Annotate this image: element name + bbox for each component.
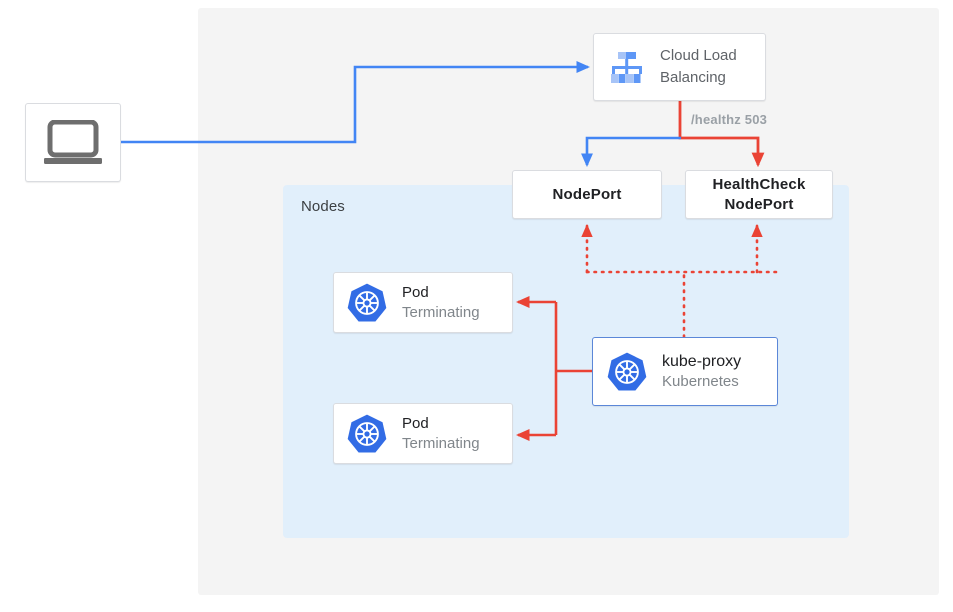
pod-card: Pod Terminating — [333, 272, 513, 333]
load-balancer-icon — [611, 52, 642, 83]
client-laptop-card — [25, 103, 121, 182]
pod-status: Terminating — [402, 303, 480, 321]
pod-status: Terminating — [402, 434, 480, 452]
kube-proxy-title: kube-proxy — [662, 353, 742, 371]
cloud-load-balancing-label-line2: Balancing — [660, 69, 726, 86]
kubernetes-icon — [347, 414, 387, 452]
kubernetes-icon — [607, 352, 647, 390]
healthcheck-nodeport-label-line1: HealthCheck — [712, 176, 806, 193]
cloud-load-balancing-card: Cloud Load Balancing — [593, 33, 766, 101]
nodeport-label: NodePort — [552, 185, 622, 203]
pod-text: Pod Terminating — [402, 414, 480, 453]
pod-title: Pod — [402, 284, 429, 301]
healthz-503-label: /healthz 503 — [691, 112, 768, 127]
kubernetes-icon — [347, 283, 387, 321]
kube-proxy-text: kube-proxy Kubernetes — [662, 351, 741, 392]
healthcheck-nodeport-label: HealthCheck NodePort — [712, 175, 805, 214]
healthcheck-nodeport-label-line2: NodePort — [724, 195, 794, 213]
pod-title: Pod — [402, 415, 429, 432]
nodes-panel-label: Nodes — [301, 198, 345, 215]
laptop-icon — [44, 119, 102, 164]
cloud-load-balancing-label: Cloud Load Balancing — [660, 45, 737, 89]
pod-card: Pod Terminating — [333, 403, 513, 464]
nodeport-card: NodePort — [512, 170, 662, 219]
healthcheck-nodeport-card: HealthCheck NodePort — [685, 170, 833, 219]
kube-proxy-subtitle: Kubernetes — [662, 373, 739, 391]
cloud-load-balancing-label-line1: Cloud Load — [660, 47, 737, 65]
pod-text: Pod Terminating — [402, 283, 480, 322]
kube-proxy-card: kube-proxy Kubernetes — [592, 337, 778, 406]
